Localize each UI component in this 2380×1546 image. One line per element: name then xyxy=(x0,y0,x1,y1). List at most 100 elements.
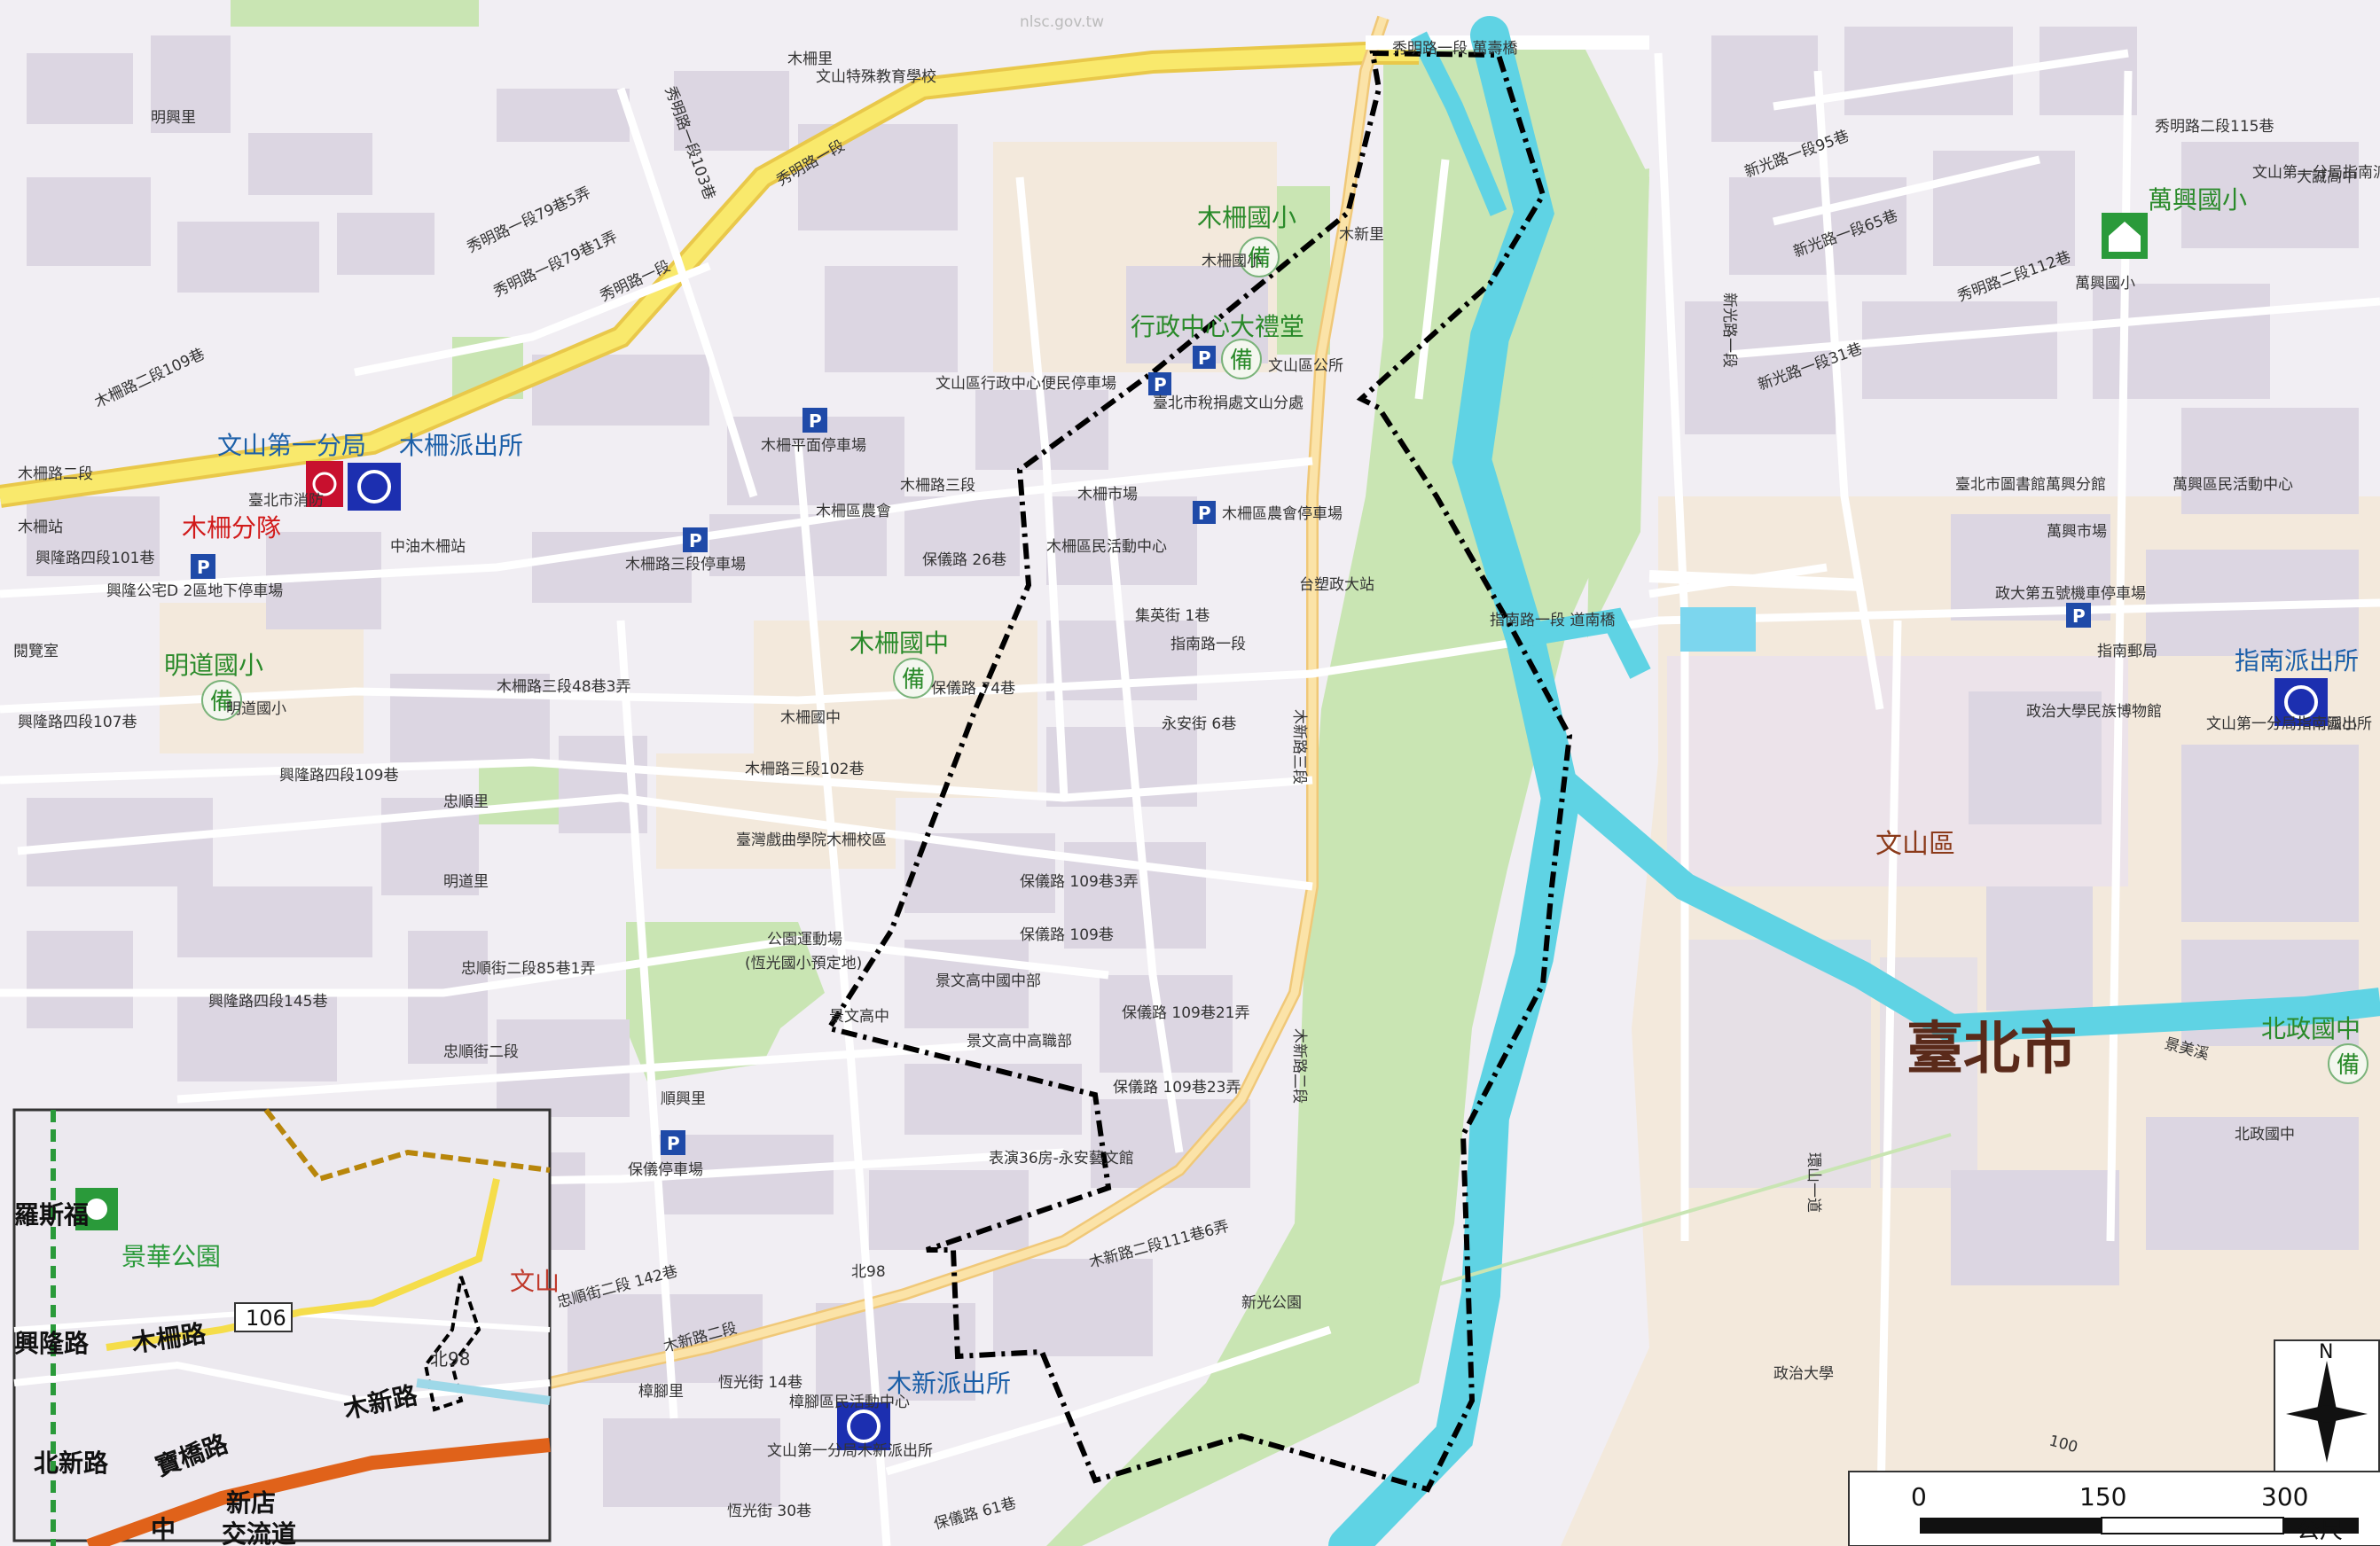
street-label: 木柵平面停車場 xyxy=(761,437,866,455)
street-label: 保儀路 109巷3弄 xyxy=(1020,873,1139,891)
street-label: 木柵路三段 xyxy=(900,477,975,495)
street-label: 木柵里 xyxy=(787,51,833,68)
parking-icon xyxy=(191,554,215,579)
label-beizheng-jr-high: 北政國中 xyxy=(2261,1014,2360,1043)
label-muzha-jr-high: 木柵國中 xyxy=(849,629,949,658)
street-label: 恆光街 14巷 xyxy=(718,1374,802,1392)
shelter-marks: 備 備 備 備 備 xyxy=(210,246,2360,1079)
street-label: 政治大學 xyxy=(1773,1365,1834,1383)
scale-label-300: 300 xyxy=(2261,1482,2308,1511)
street-label: 臺北市消防 xyxy=(248,492,324,510)
street-label: 保儀路 109巷 xyxy=(1020,926,1114,944)
street-label: 明道里 xyxy=(443,873,489,891)
street-label: 北98 xyxy=(851,1263,886,1281)
street-label: 文山第一分局木新派出所 xyxy=(767,1442,933,1460)
street-label: 興隆路四段107巷 xyxy=(18,714,137,731)
svg-text:P: P xyxy=(2072,605,2086,627)
inset-label-bei98: 北98 xyxy=(430,1348,470,1370)
street-label: 景文高中 xyxy=(829,1008,889,1026)
shelter-mark: 備 xyxy=(2337,1052,2360,1079)
svg-text:P: P xyxy=(689,530,702,551)
inset-route-shield xyxy=(234,1302,293,1332)
scale-seg xyxy=(2283,1518,2359,1534)
street-label: 新光路一段 xyxy=(1720,293,1738,368)
street-label: 木新路三段 xyxy=(1290,709,1308,785)
parking-icon xyxy=(1193,346,1216,369)
label-wenshan-precinct1: 文山第一分局 xyxy=(217,431,366,460)
street-label: 保儀路 109巷21弄 xyxy=(1122,1004,1249,1022)
scale-seg xyxy=(1920,1518,2102,1534)
north-label: N xyxy=(2319,1341,2333,1363)
street-label: 文山區公所 xyxy=(1268,357,1343,375)
street-label: 忠順街二段85巷1弄 xyxy=(461,960,595,978)
inset-label-beixin: 北新路 xyxy=(34,1448,109,1478)
street-label: 文山第一分局指南派出所 xyxy=(2252,164,2380,182)
street-label: 興隆路四段109巷 xyxy=(279,767,398,785)
label-muzha-elem: 木柵國小 xyxy=(1197,203,1296,232)
inset-label-park: 景華公園 xyxy=(121,1242,221,1271)
street-label: 木柵路三段停車場 xyxy=(625,556,746,574)
inset-label-xindian: 新店 xyxy=(226,1488,276,1518)
faint-path xyxy=(1374,1133,1952,1305)
jingmei-creek xyxy=(1551,769,2380,1043)
street-label: 木柵區民活動中心 xyxy=(1046,538,1167,556)
street-label: 明興里 xyxy=(151,109,196,127)
label-zhinan-police: 指南派出所 xyxy=(2235,646,2359,675)
street-label: 萬興國小 xyxy=(2075,275,2135,293)
label-muxin-police: 木新派出所 xyxy=(887,1369,1011,1398)
street-label: 興隆路四段145巷 xyxy=(208,993,327,1011)
svg-text:P: P xyxy=(667,1133,680,1154)
street-label: 興隆路四段101巷 xyxy=(35,550,154,567)
shelter-circles xyxy=(201,237,2368,1084)
street-label: 指南郵局 xyxy=(2097,643,2157,660)
street-label: 木柵區農會 xyxy=(816,503,891,520)
street-label: 環山一道 xyxy=(1805,1152,1822,1213)
label-muzha-fire: 木柵分隊 xyxy=(182,513,281,543)
label-muzha-police: 木柵派出所 xyxy=(399,431,523,460)
svg-text:P: P xyxy=(809,410,822,432)
street-label: 順興里 xyxy=(661,1090,706,1108)
label-admin-hall: 行政中心大禮堂 xyxy=(1131,312,1304,341)
inset-district-boundary xyxy=(423,1276,481,1412)
street-label: 永安街 6巷 xyxy=(1162,715,1236,733)
parking-icon xyxy=(683,527,708,552)
street-label: 文山特殊教育學校 xyxy=(816,68,936,86)
street-label: 萬興區民活動中心 xyxy=(2173,476,2293,494)
compass: N xyxy=(2274,1339,2380,1472)
river-branch xyxy=(1411,31,1507,216)
street-label: 保儀路 26巷 xyxy=(922,551,1006,569)
svg-text:P: P xyxy=(1154,374,1167,395)
label-wenshan-district: 文山區 xyxy=(1875,829,1955,860)
district-boundary xyxy=(825,50,1573,1493)
riverside-green xyxy=(1046,35,1649,1546)
street-label: nlsc.gov.tw xyxy=(1020,13,1104,31)
scale-seg xyxy=(2101,1517,2284,1534)
street-label: 政大第五號機車停車場 xyxy=(1995,585,2146,603)
street-label: 指南國小 xyxy=(2297,715,2357,733)
inset-label-xinglong: 興隆路 xyxy=(14,1329,90,1358)
inset-river xyxy=(416,1378,551,1405)
street-label: 恆光街 30巷 xyxy=(727,1503,811,1520)
street-label: 忠順街二段 xyxy=(443,1043,519,1061)
scale-bar: 0 150 300 公尺 xyxy=(1848,1471,2380,1546)
street-label: 木柵區農會停車場 xyxy=(1222,505,1343,523)
parking-icons xyxy=(191,346,2091,1155)
inset-label-jiaotong: 交流道 xyxy=(222,1519,296,1546)
street-label: 公園運動場 xyxy=(767,931,842,949)
street-label: 景文高中高職部 xyxy=(967,1033,1072,1050)
street-label: 保儀路 109巷23弄 xyxy=(1113,1079,1241,1097)
street-label: 樟腳區民活動中心 xyxy=(789,1394,910,1411)
street-label: 木柵路三段48巷3弄 xyxy=(497,678,630,696)
parking-icon xyxy=(1148,372,1171,395)
street-label: 木柵路二段 xyxy=(18,465,93,483)
parking-icon xyxy=(802,408,827,433)
shelter-mark: 備 xyxy=(210,689,233,715)
street-label: 指南路一段 道南橋 xyxy=(1490,612,1615,629)
street-label: 木柵市場 xyxy=(1077,486,1138,504)
inset-label-zhong: 中 xyxy=(151,1515,176,1544)
street-label: 樟腳里 xyxy=(638,1383,684,1401)
street-label: 新光公園 xyxy=(1241,1294,1302,1312)
street-label: 明道國小 xyxy=(226,700,286,718)
street-label: 文山區行政中心便民停車場 xyxy=(936,375,1116,393)
